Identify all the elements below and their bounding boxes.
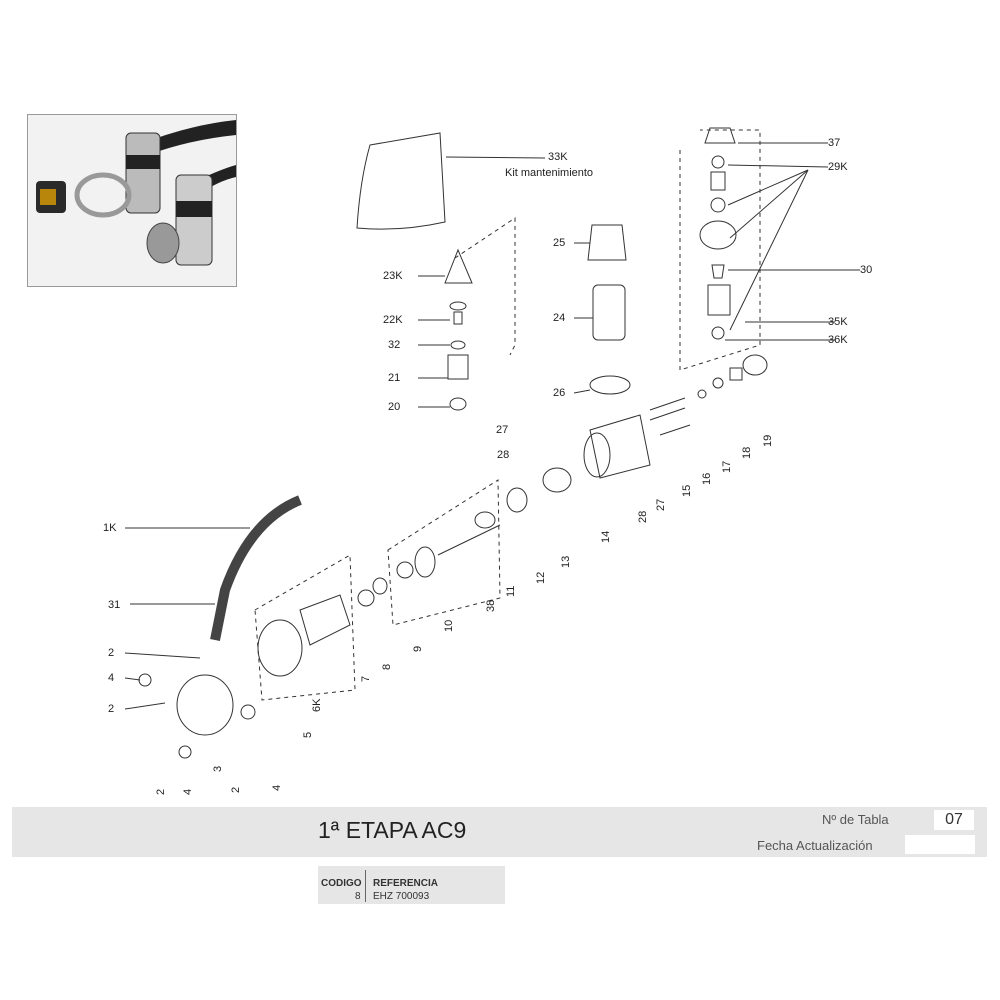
- kit-bag-part: [356, 132, 446, 230]
- part-callout-label: 2: [108, 703, 115, 715]
- part-callout-label: 27: [496, 424, 509, 436]
- part-callout-label: 1K: [103, 522, 117, 534]
- part-callout-label: 30: [860, 264, 873, 276]
- part-callout-label: 29K: [828, 161, 848, 173]
- part-callout-label: 8: [381, 663, 393, 670]
- part-callout-label: 11: [505, 585, 517, 597]
- part-callout-label: 7: [360, 675, 372, 682]
- part-callout-label: 38: [485, 599, 497, 612]
- part-callout-label: 2: [155, 788, 167, 795]
- part-callout-label: 6K: [311, 698, 323, 712]
- tabla-value: 07: [934, 810, 974, 830]
- part-callout-label: 9: [412, 645, 424, 652]
- part-callout-label: 27: [655, 498, 667, 511]
- part-callout-label: 33K: [548, 151, 568, 163]
- regulator-photo: [27, 114, 237, 287]
- part-callout-label: 16: [701, 472, 713, 485]
- part-callout-label: 18: [741, 446, 753, 459]
- fecha-label: Fecha Actualización: [757, 838, 873, 853]
- part-callout-label: 14: [600, 530, 612, 543]
- part-callout-label: 35K: [828, 316, 848, 328]
- part-callout-label: 24: [553, 312, 566, 324]
- part-callout-label: 2: [108, 647, 115, 659]
- title-bar: [12, 807, 987, 857]
- referencia-value: EHZ 700093: [373, 891, 430, 902]
- part-callout-label: 15: [681, 484, 693, 497]
- part-callout-label: 28: [637, 510, 649, 523]
- fecha-value: [905, 835, 975, 854]
- part-callout-label: 22K: [383, 314, 403, 326]
- referencia-header: REFERENCIA: [373, 878, 439, 889]
- part-callout-label: 13: [560, 555, 572, 568]
- part-callout-label: 19: [762, 434, 774, 447]
- part-callout-label: 4: [182, 788, 194, 795]
- regulator-photo-image: [28, 115, 236, 286]
- part-callout-label: 36K: [828, 334, 848, 346]
- part-callout-label: 23K: [383, 270, 403, 282]
- part-callout-label: 4: [271, 784, 283, 791]
- part-callout-label: 12: [535, 571, 547, 584]
- tabla-label: Nº de Tabla: [822, 812, 889, 827]
- part-callout-label: 10: [443, 619, 455, 632]
- part-callout-label: 26: [553, 387, 566, 399]
- column-divider: [365, 870, 366, 902]
- part-callout-label: 20: [388, 401, 401, 413]
- codes-table: CODIGO REFERENCIA 8 EHZ 700093: [318, 866, 505, 904]
- part-callout-label: Kit mantenimiento: [505, 167, 594, 179]
- part-callout-label: 4: [108, 672, 115, 684]
- page-title: 1ª ETAPA AC9: [318, 817, 467, 843]
- part-callout-label: 28: [497, 449, 510, 461]
- part-callout-label: 17: [721, 460, 733, 473]
- part-callout-label: 37: [828, 137, 841, 149]
- exploded-diagram: [124, 127, 860, 759]
- part-callout-label: 3: [212, 765, 224, 772]
- codigo-value: 8: [355, 891, 361, 902]
- part-callout-label: 5: [302, 731, 314, 738]
- part-callout-label: 31: [108, 599, 121, 611]
- codigo-header: CODIGO: [321, 878, 362, 889]
- part-callout-label: 32: [388, 339, 401, 351]
- part-callout-label: 25: [553, 237, 566, 249]
- part-callout-label: 21: [388, 372, 401, 384]
- part-callout-label: 2: [230, 786, 242, 793]
